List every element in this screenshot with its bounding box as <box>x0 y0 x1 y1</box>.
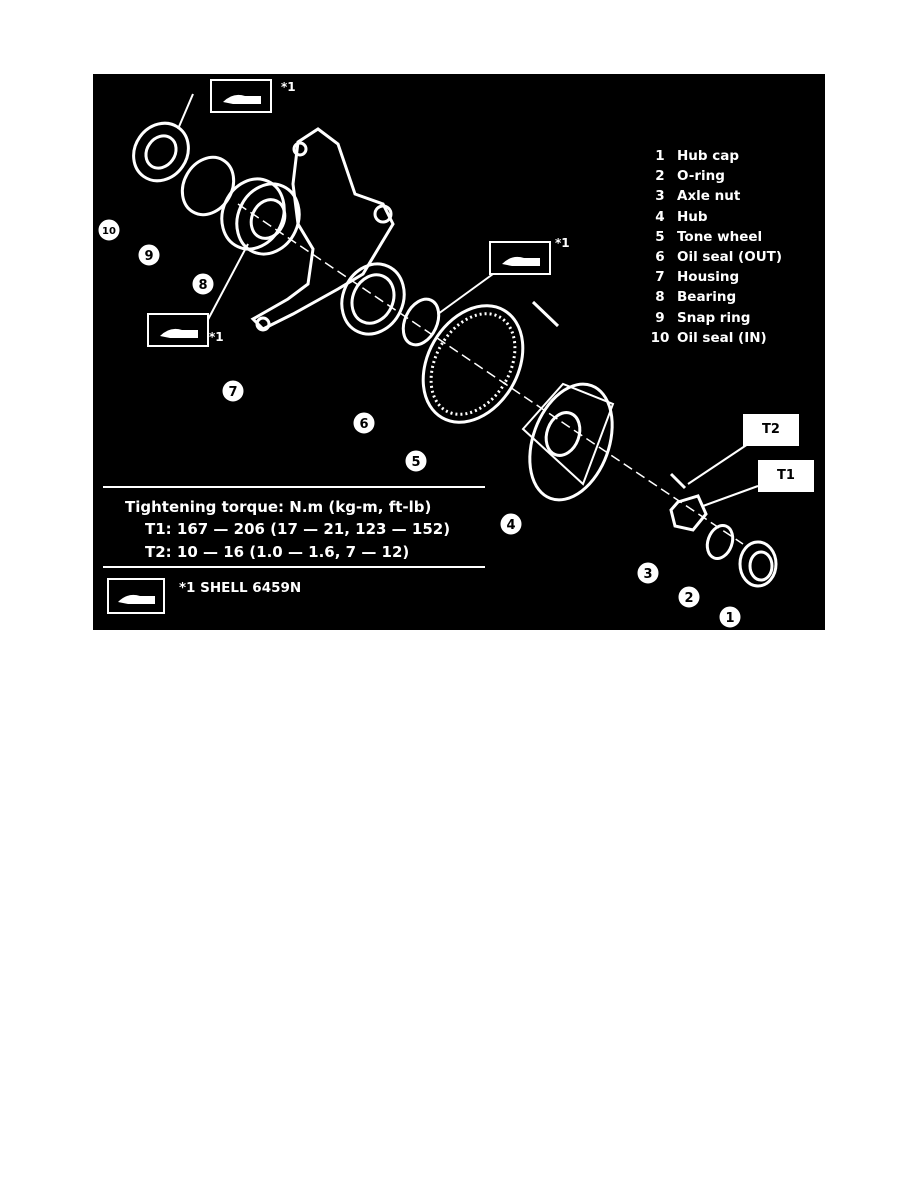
oil-seal-in-part <box>132 121 190 183</box>
lube-box-right <box>489 241 551 275</box>
diagram-artwork: 1 2 3 4 5 6 7 8 9 10 <box>98 79 778 628</box>
snap-ring-part <box>180 155 236 217</box>
lube-box-mid <box>147 313 209 347</box>
lube-box-top <box>210 79 272 113</box>
torque-tag-t2: T2 <box>743 414 799 446</box>
callout-circle-10 <box>98 219 120 241</box>
hub-bolt-part <box>531 300 560 328</box>
callout-circle-1 <box>719 606 741 628</box>
housing-part <box>250 127 406 336</box>
callout-1: 1 <box>725 611 734 626</box>
asterisk-right: *1 <box>555 236 570 250</box>
callout-6: 6 <box>359 417 368 432</box>
callout-circle-9 <box>138 244 160 266</box>
callout-circle-4 <box>500 513 522 535</box>
bearing-part <box>220 177 301 256</box>
lubricant-note: *1 SHELL 6459N <box>179 580 302 596</box>
o-ring-part <box>705 524 735 560</box>
callout-circle-7 <box>222 380 244 402</box>
callout-circle-2 <box>678 586 700 608</box>
asterisk-top: *1 <box>281 80 296 94</box>
callout-9: 9 <box>144 249 153 264</box>
axle-nut-part <box>669 494 708 532</box>
lube-box-legend <box>107 578 165 614</box>
callout-circle-3 <box>637 562 659 584</box>
screw-part <box>669 472 687 490</box>
hub-part <box>521 382 615 502</box>
hub-cap-part <box>738 540 778 588</box>
callout-3: 3 <box>643 567 652 582</box>
torque-heading: Tightening torque: N.m (kg-m, ft-lb) <box>125 498 432 516</box>
callout-8: 8 <box>198 278 207 293</box>
callout-circle-5 <box>405 450 427 472</box>
torque-t2: T2: 10 — 16 (1.0 — 1.6, 7 — 12) <box>145 543 410 561</box>
callout-5: 5 <box>411 455 420 470</box>
callout-circle-6 <box>353 412 375 434</box>
torque-t1: T1: 167 — 206 (17 — 21, 123 — 152) <box>145 520 451 538</box>
asterisk-mid: *1 <box>209 330 224 344</box>
oil-seal-out-part <box>401 297 441 347</box>
callout-10: 10 <box>102 226 116 237</box>
tone-wheel-part <box>421 304 525 424</box>
torque-tag-t1: T1 <box>758 460 814 492</box>
callout-circle-8 <box>192 273 214 295</box>
callout-4: 4 <box>506 518 515 533</box>
assembly-axis-line <box>237 203 744 545</box>
callout-7: 7 <box>228 385 237 400</box>
callout-2: 2 <box>684 591 693 606</box>
